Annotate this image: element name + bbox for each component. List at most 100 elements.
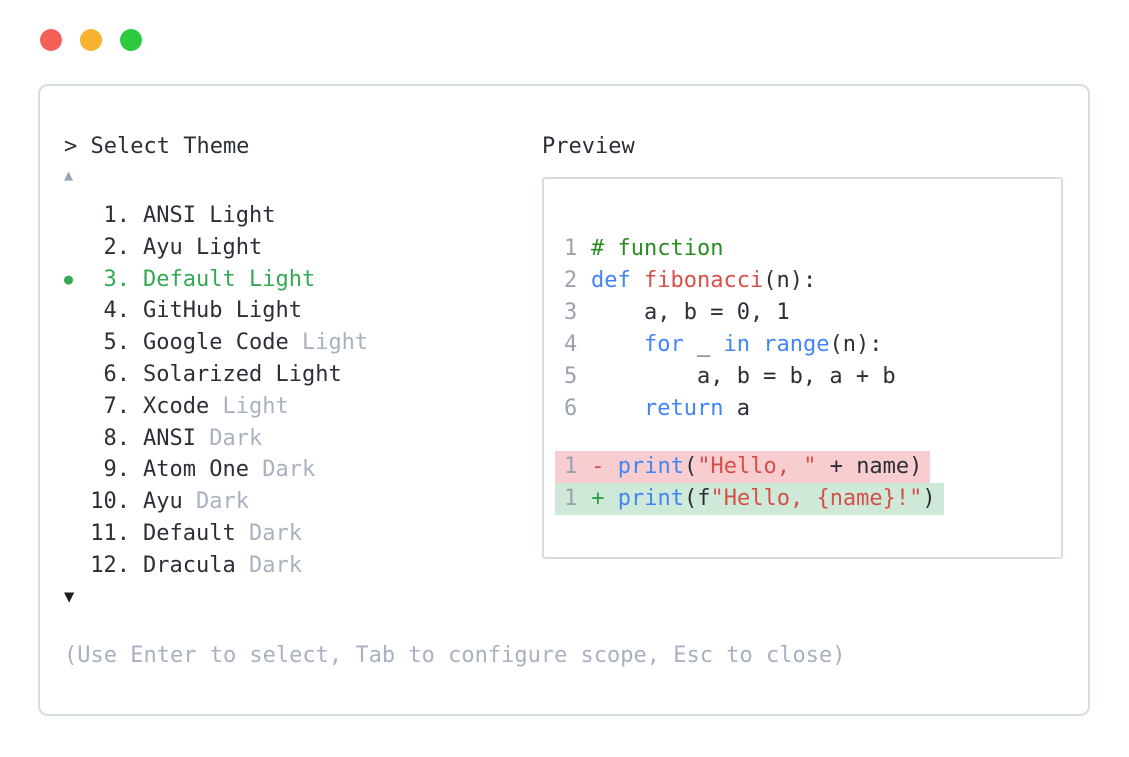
theme-list-item[interactable]: 9. Atom One Dark xyxy=(64,454,542,486)
theme-name: Solarized xyxy=(143,361,263,387)
theme-name: Google Code xyxy=(143,330,289,356)
preview-title: Preview xyxy=(542,134,635,159)
theme-variant: Light xyxy=(182,234,263,260)
theme-number: 10. xyxy=(90,489,130,515)
dialog-columns: > Select Theme ▲ 1. ANSI Light 2. Ayu Li… xyxy=(64,134,1064,607)
code-token: "Hello, {name}!" xyxy=(710,486,923,511)
theme-list-item[interactable]: 6. Solarized Light xyxy=(64,359,542,391)
theme-variant: Dark xyxy=(182,489,249,515)
help-text: (Use Enter to select, Tab to configure s… xyxy=(64,643,846,668)
theme-variant: Light xyxy=(288,330,369,356)
code-line: 1 # function xyxy=(564,233,1061,265)
theme-name: Xcode xyxy=(143,393,210,419)
theme-list-item[interactable]: 4. GitHub Light xyxy=(64,295,542,327)
code-token: a, b = 0, 1 xyxy=(591,300,790,325)
theme-name: ANSI xyxy=(143,203,196,228)
code-text: a, b = b, a + b xyxy=(591,361,896,393)
theme-variant: Light xyxy=(222,298,302,324)
select-theme-prompt: > Select Theme xyxy=(64,134,250,159)
theme-variant: Dark xyxy=(195,425,263,451)
code-line: 4 for _ in range(n): xyxy=(564,329,1061,361)
theme-list: 1. ANSI Light 2. Ayu Light ● 3. Default … xyxy=(64,200,542,582)
theme-selector-column: > Select Theme ▲ 1. ANSI Light 2. Ayu Li… xyxy=(64,134,542,607)
theme-list-item[interactable]: 8. ANSI Dark xyxy=(64,423,542,455)
code-line: 3 a, b = 0, 1 xyxy=(564,297,1061,329)
theme-number: 1. xyxy=(103,203,131,228)
code-token xyxy=(750,332,763,357)
theme-number: 3. xyxy=(103,266,131,292)
theme-variant: Dark xyxy=(235,520,302,546)
theme-number: 8. xyxy=(103,425,131,451)
line-number: 2 xyxy=(564,268,578,293)
theme-number: 4. xyxy=(103,298,131,324)
line-number: 4 xyxy=(564,332,578,357)
theme-name: Ayu xyxy=(143,234,183,260)
line-number: 1 xyxy=(564,236,578,261)
line-number: 6 xyxy=(564,396,578,421)
code-token: range xyxy=(763,332,830,357)
code-token: return xyxy=(643,396,724,421)
code-text: return a xyxy=(591,393,750,425)
code-token: (f xyxy=(683,486,711,511)
code-token xyxy=(631,268,644,293)
code-line: 6 return a xyxy=(564,393,1061,425)
theme-variant: Light xyxy=(195,203,276,228)
code-text: def fibonacci(n): xyxy=(591,265,816,297)
theme-picker-dialog: > Select Theme ▲ 1. ANSI Light 2. Ayu Li… xyxy=(38,84,1090,716)
code-token: in xyxy=(723,332,750,357)
code-token: _ xyxy=(683,332,724,357)
line-number: 3 xyxy=(564,300,578,325)
theme-list-item[interactable]: 5. Google Code Light xyxy=(64,327,542,359)
diff-sample: 1 - print("Hello, " + name)1 + print(f"H… xyxy=(555,451,1061,515)
theme-number: 12. xyxy=(90,552,130,578)
theme-name: ANSI xyxy=(143,425,196,451)
theme-variant: Light xyxy=(235,266,316,292)
code-text: for _ in range(n): xyxy=(591,329,882,361)
code-token: (n): xyxy=(763,268,817,293)
window-close-button[interactable] xyxy=(40,29,62,51)
code-line: 2 def fibonacci(n): xyxy=(564,265,1061,297)
theme-list-item[interactable]: ● 3. Default Light xyxy=(64,264,542,296)
theme-name: Default xyxy=(143,520,236,546)
diff-line-removed: 1 - print("Hello, " + name) xyxy=(555,451,931,483)
code-text: print("Hello, " + name) xyxy=(618,451,923,483)
scroll-down-icon[interactable]: ▼ xyxy=(64,586,75,607)
theme-variant: Light xyxy=(209,393,289,419)
code-token: + name) xyxy=(816,454,923,479)
diff-sign: + xyxy=(578,486,618,511)
code-text: print(f"Hello, {name}!") xyxy=(618,483,936,515)
code-token: print xyxy=(617,454,684,479)
code-token: def xyxy=(591,268,631,293)
theme-variant: Dark xyxy=(235,552,302,578)
theme-variant: Light xyxy=(262,361,342,387)
scroll-up-icon[interactable]: ▲ xyxy=(64,166,74,184)
theme-number: 9. xyxy=(103,457,131,483)
code-token: # function xyxy=(591,236,724,261)
theme-number: 5. xyxy=(103,330,131,356)
code-token xyxy=(591,396,644,421)
theme-list-item[interactable]: 10. Ayu Dark xyxy=(64,486,542,518)
code-token: print xyxy=(617,486,684,511)
theme-list-item[interactable]: 2. Ayu Light xyxy=(64,232,542,264)
line-number: 1 xyxy=(564,486,578,511)
diff-sign: - xyxy=(578,454,618,479)
window-minimize-button[interactable] xyxy=(80,29,102,51)
theme-number: 6. xyxy=(103,361,131,387)
theme-name: GitHub xyxy=(143,298,223,324)
theme-list-item[interactable]: 11. Default Dark xyxy=(64,518,542,550)
selected-bullet-icon: ● xyxy=(64,269,74,288)
theme-list-item[interactable]: 12. Dracula Dark xyxy=(64,550,542,582)
code-token: ( xyxy=(683,454,698,479)
code-token: for xyxy=(643,332,684,357)
theme-list-item[interactable]: 7. Xcode Light xyxy=(64,391,542,423)
window-zoom-button[interactable] xyxy=(120,29,142,51)
code-token: a, b = b, a + b xyxy=(591,364,896,389)
theme-list-item[interactable]: 1. ANSI Light xyxy=(64,200,542,232)
diff-line-added: 1 + print(f"Hello, {name}!") xyxy=(555,483,944,515)
theme-name: Atom One xyxy=(143,457,249,483)
code-token xyxy=(591,332,644,357)
theme-name: Default xyxy=(143,266,236,292)
theme-variant: Dark xyxy=(248,457,316,483)
